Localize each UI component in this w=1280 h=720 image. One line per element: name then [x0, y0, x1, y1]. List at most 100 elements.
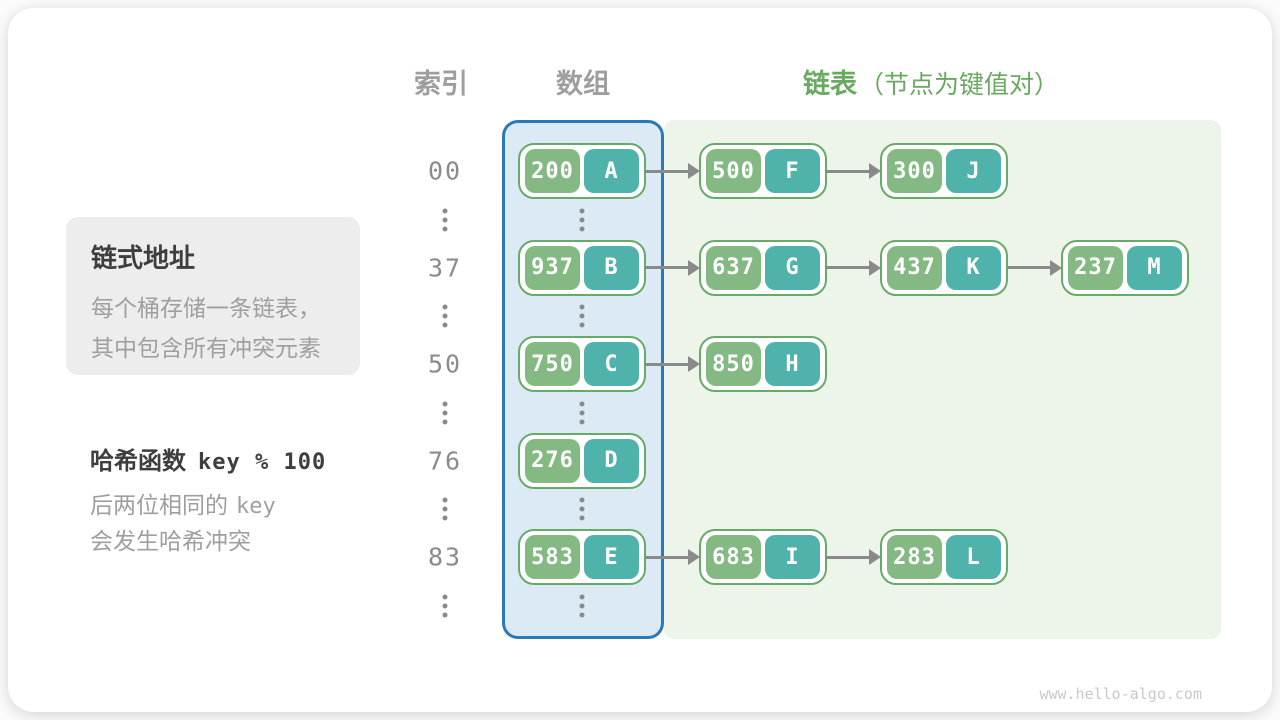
dot — [579, 304, 585, 310]
chain-arrow-icon — [645, 356, 700, 372]
node-key: 750 — [525, 342, 580, 386]
dot — [579, 322, 585, 328]
ellipsis-dots — [579, 208, 585, 231]
dot — [579, 208, 585, 213]
dot — [442, 304, 448, 310]
node-key: 437 — [887, 245, 942, 290]
node-key: 200 — [525, 149, 580, 193]
node-value: K — [946, 245, 1001, 290]
list-header-label: 链表 — [803, 69, 857, 99]
index-column-header: 索引 — [414, 69, 468, 99]
dot — [442, 497, 448, 503]
ellipsis-dots — [442, 594, 448, 617]
node-value: H — [765, 342, 820, 386]
dot — [579, 217, 585, 222]
node-value: M — [1127, 245, 1182, 290]
arrow-line — [645, 266, 690, 269]
watermark: www.hello-algo.com — [1039, 685, 1202, 703]
node-value: C — [584, 342, 639, 386]
arrow-line — [1007, 266, 1052, 269]
dot — [442, 506, 448, 512]
array-column-header: 数组 — [556, 69, 610, 99]
node-value: L — [946, 535, 1001, 579]
node-value: J — [946, 149, 1001, 193]
bucket-index-label: 50 — [427, 349, 463, 379]
node-value: B — [584, 245, 639, 290]
callout-line: 其中包含所有冲突元素 — [91, 335, 321, 361]
concept-callout: 链式地址 每个桶存储一条链表， 其中包含所有冲突元素 — [66, 217, 360, 375]
bucket-index-label: 37 — [427, 253, 463, 282]
arrow-line — [826, 169, 871, 173]
hash-function-formula: key % 100 — [198, 450, 327, 475]
ellipsis-dots — [579, 304, 585, 328]
hash-function-text: 哈希函数 — [90, 448, 186, 475]
callout-title: 链式地址 — [91, 243, 196, 273]
arrow-line — [826, 555, 871, 559]
arrow-head — [1050, 259, 1062, 276]
node-key: 850 — [706, 342, 761, 386]
ellipsis-dots — [442, 497, 448, 521]
node-value: G — [765, 245, 820, 290]
dot — [579, 419, 585, 424]
dot — [442, 419, 448, 424]
node-key: 937 — [525, 245, 580, 290]
ellipsis-dots — [442, 304, 448, 328]
node-key: 283 — [887, 535, 942, 579]
dot — [579, 515, 585, 521]
hash-note-line2: 会发生哈希冲突 — [90, 528, 251, 554]
ellipsis-dots — [442, 208, 448, 231]
chain-arrow-icon — [826, 549, 881, 565]
arrow-head — [869, 549, 881, 565]
chain-arrow-icon — [645, 259, 700, 276]
dot — [442, 410, 448, 415]
chain-arrow-icon — [1007, 259, 1062, 276]
node-key: 683 — [706, 535, 761, 579]
arrow-line — [645, 362, 690, 366]
node-value: E — [584, 535, 639, 579]
arrow-line — [645, 169, 690, 173]
ellipsis-dots — [579, 497, 585, 521]
dot — [579, 410, 585, 415]
list-column-header: 链表（节点为键值对） — [803, 62, 1059, 101]
arrow-head — [688, 259, 700, 276]
dot — [442, 612, 448, 617]
arrow-line — [826, 266, 871, 269]
dot — [442, 603, 448, 608]
dot — [442, 594, 448, 599]
dot — [579, 603, 585, 608]
chain-arrow-icon — [826, 163, 881, 179]
dot — [579, 497, 585, 503]
dot — [579, 594, 585, 599]
node-key: 637 — [706, 245, 761, 290]
bucket-index-label: 76 — [427, 446, 463, 475]
dot — [579, 612, 585, 617]
arrow-head — [688, 549, 700, 565]
dot — [442, 313, 448, 319]
node-key: 583 — [525, 535, 580, 579]
node-key: 237 — [1068, 245, 1123, 290]
chain-arrow-icon — [645, 163, 700, 179]
node-key: 500 — [706, 149, 761, 193]
node-value: I — [765, 535, 820, 579]
hash-note-prefix: 后两位相同的 — [90, 492, 228, 518]
list-header-note: （节点为键值对） — [859, 71, 1060, 99]
callout-line: 每个桶存储一条链表， — [91, 295, 321, 321]
dot — [579, 506, 585, 512]
ellipsis-dots — [579, 594, 585, 617]
dot — [442, 217, 448, 222]
arrow-head — [688, 356, 700, 372]
dot — [579, 401, 585, 406]
